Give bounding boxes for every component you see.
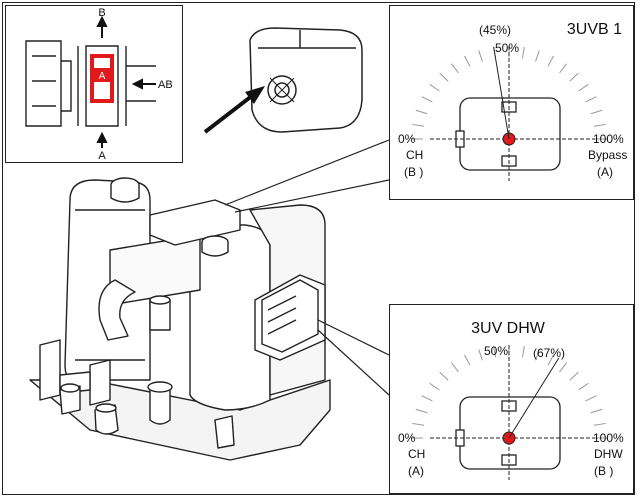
- gauge-tick: [439, 72, 449, 82]
- gauge-tick: [412, 123, 425, 127]
- gauge-tick: [415, 109, 428, 115]
- min-percent-label: 0%: [398, 132, 416, 146]
- gauge-tick: [547, 354, 554, 366]
- gauge-title: 3UV DHW: [471, 320, 546, 337]
- mid-percent-label: 50%: [484, 344, 508, 358]
- port-b-label: B: [98, 7, 105, 19]
- gauge-tick: [421, 395, 433, 402]
- gauge-tick: [590, 408, 603, 414]
- indicator-block: [92, 68, 112, 82]
- valve-cross-section-inset: A B A AB: [5, 5, 183, 163]
- gauge-tick: [590, 109, 603, 115]
- right-port-name: DHW: [594, 447, 623, 461]
- gauge-ticks: [411, 344, 607, 439]
- gauge-title: 3UVB 1: [567, 21, 622, 38]
- mid-percent-label: 50%: [495, 41, 519, 55]
- right-port-code: (A): [597, 165, 613, 179]
- gauge-tick: [559, 362, 568, 373]
- gauge-tick: [421, 96, 433, 103]
- gauge-tick: [478, 50, 483, 62]
- gauge-tick: [569, 72, 579, 82]
- right-port-code: (B ): [594, 464, 613, 478]
- gauge-tick: [521, 46, 525, 59]
- current-position-line: [508, 357, 560, 439]
- gauge-tick: [585, 395, 597, 402]
- gauge-tick: [569, 371, 579, 381]
- gauge-tick: [521, 345, 525, 358]
- gauge-tick: [578, 83, 589, 92]
- left-port-name: CH: [406, 148, 423, 162]
- max-percent-label: 100%: [593, 431, 624, 445]
- gauge-tick: [412, 422, 425, 426]
- left-port-code: (A): [408, 464, 424, 478]
- gauge-tick: [464, 55, 471, 67]
- gauge-tick: [450, 362, 459, 373]
- gauge-tick: [593, 123, 606, 127]
- gauge-tick: [478, 349, 483, 361]
- gauge-tick: [593, 422, 606, 426]
- gauge-tick: [585, 96, 597, 103]
- right-port-name: Bypass: [588, 148, 627, 162]
- gauge-tick: [547, 55, 554, 67]
- gauge-tick: [450, 63, 459, 74]
- current-percent-label: (67%): [533, 346, 565, 360]
- current-position-line: [493, 46, 510, 140]
- gauge-tick: [439, 371, 449, 381]
- port-a-label: A: [98, 150, 106, 161]
- gauge-tick: [535, 349, 540, 361]
- left-port-name: CH: [408, 447, 425, 461]
- gauge-panel-3uv-dhw: 3UV DHW 50% (67%) 0% 100% CH (A) DHW (B …: [389, 304, 634, 494]
- gauge-tick: [559, 63, 568, 74]
- gauge-tick: [429, 83, 440, 92]
- current-percent-label: (45%): [479, 23, 511, 37]
- min-percent-label: 0%: [398, 431, 416, 445]
- gauge-tick: [464, 354, 471, 366]
- gauge-tick: [578, 382, 589, 391]
- gauge-panel-3uvb1: 3UVB 1 (45%) 50% 0% 100% CH (B ) Bypass …: [389, 5, 634, 200]
- gauge-tick: [493, 345, 497, 358]
- left-port-code: (B ): [404, 165, 423, 179]
- gauge-tick: [429, 382, 440, 391]
- pointer-arrow: [203, 90, 259, 134]
- gauge-tick: [535, 50, 540, 62]
- gauge-tick: [415, 408, 428, 414]
- indicator-letter: A: [99, 71, 106, 82]
- max-percent-label: 100%: [593, 132, 624, 146]
- port-ab-label: AB: [158, 79, 173, 91]
